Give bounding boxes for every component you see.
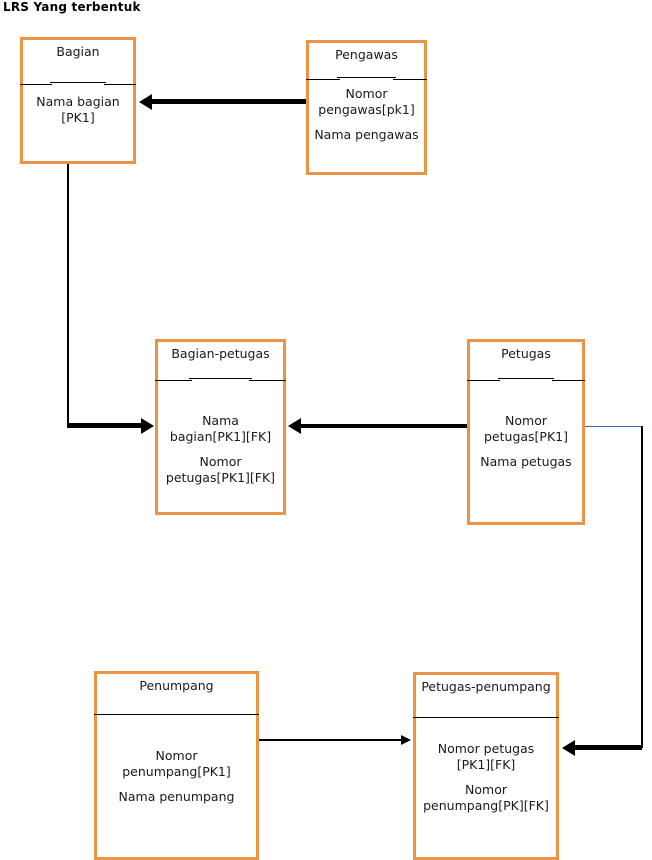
entity-penumpang-attributes: Nomor penumpang[PK1] Nama penumpang <box>97 717 256 857</box>
entity-petugas-penumpang-header: Petugas-penumpang <box>413 675 559 720</box>
arrowhead-petugas-to-bagianpetugas <box>288 418 301 434</box>
connector-petugas-to-petugaspenumpang-horizontal <box>575 745 642 750</box>
attribute: [PK1] <box>61 110 95 125</box>
attribute: Nama pengawas <box>314 127 419 142</box>
arrowhead-bagian-to-bagianpetugas <box>141 418 154 434</box>
entity-bagian-petugas-attributes: Nama bagian[PK1][FK] Nomor petugas[PK1][… <box>158 381 283 512</box>
entity-petugas-header: Petugas <box>467 342 585 381</box>
attribute-spacer <box>522 445 530 454</box>
entity-bagian-header: Bagian <box>20 40 136 85</box>
entity-divider <box>306 77 427 80</box>
attribute: penumpang[PK1] <box>122 764 231 779</box>
entity-bagian-petugas[interactable]: Bagian-petugas Nama bagian[PK1][FK] Nomo… <box>155 339 286 515</box>
attribute: petugas[PK1] <box>484 429 568 444</box>
entity-pengawas-header: Pengawas <box>306 43 427 80</box>
attribute: Nomor petugas <box>437 741 535 756</box>
page-title: LRS Yang terbentuk <box>3 0 141 14</box>
attribute-spacer <box>217 445 225 454</box>
entity-divider <box>155 378 286 381</box>
connector-bagian-to-bagianpetugas-vertical <box>67 163 69 426</box>
attribute: petugas[PK1][FK] <box>165 470 276 485</box>
attribute-spacer <box>173 780 181 789</box>
entity-petugas-name: Petugas <box>501 346 551 361</box>
attribute: Nomor <box>199 454 242 469</box>
arrowhead-pengawas-to-bagian <box>139 94 152 110</box>
connector-pengawas-to-bagian <box>152 99 307 104</box>
attribute: Nama bagian <box>36 94 120 109</box>
entity-bagian[interactable]: Bagian Nama bagian [PK1] <box>20 37 136 164</box>
entity-pengawas-name: Pengawas <box>335 47 398 62</box>
attribute: penumpang[PK][FK] <box>423 798 549 813</box>
entity-divider <box>20 82 136 85</box>
entity-bagian-petugas-header: Bagian-petugas <box>155 342 286 381</box>
entity-bagian-petugas-name: Bagian-petugas <box>171 346 270 361</box>
entity-divider <box>94 714 259 717</box>
entity-petugas-penumpang[interactable]: Petugas-penumpang Nomor petugas [PK1][FK… <box>413 672 559 860</box>
attribute: Nama <box>202 413 239 428</box>
entity-petugas[interactable]: Petugas Nomor petugas[PK1] Nama petugas <box>467 339 585 525</box>
attribute: Nomor <box>465 782 507 797</box>
entity-bagian-attributes: Nama bagian [PK1] <box>23 85 133 161</box>
attribute: Nama petugas <box>480 454 572 469</box>
attribute: bagian[PK1][FK] <box>169 429 272 444</box>
entity-bagian-name: Bagian <box>56 44 100 59</box>
entity-petugas-penumpang-attributes: Nomor petugas [PK1][FK] Nomor penumpang[… <box>416 720 556 857</box>
entity-pengawas-attributes: Nomor pengawas[pk1] Nama pengawas <box>309 80 424 172</box>
arrowhead-petugas-to-petugaspenumpang <box>562 740 575 756</box>
attribute: [PK1][FK] <box>456 757 516 772</box>
entity-pengawas[interactable]: Pengawas Nomor pengawas[pk1] Nama pengaw… <box>306 40 427 175</box>
entity-penumpang-name: Penumpang <box>139 678 214 693</box>
connector-petugas-to-bagianpetugas <box>300 424 467 428</box>
entity-petugas-penumpang-name: Petugas-penumpang <box>421 679 551 694</box>
attribute-spacer <box>482 773 490 782</box>
connector-petugas-to-petugaspenumpang-vertical <box>641 426 643 748</box>
attribute: Nomor <box>155 748 198 763</box>
entity-petugas-attributes: Nomor petugas[PK1] Nama petugas <box>470 381 582 522</box>
attribute: pengawas[pk1] <box>318 102 415 117</box>
attribute: Nomor <box>505 413 547 428</box>
entity-divider <box>467 378 585 381</box>
connector-bagian-to-bagianpetugas-horizontal <box>67 423 142 428</box>
entity-penumpang-header: Penumpang <box>94 674 259 717</box>
entity-penumpang[interactable]: Penumpang Nomor penumpang[PK1] Nama penu… <box>94 671 259 860</box>
connector-penumpang-to-petugaspenumpang <box>259 739 404 741</box>
arrowhead-penumpang-to-petugaspenumpang <box>401 735 411 745</box>
connector-petugas-right-stub <box>585 426 642 427</box>
attribute: Nomor <box>345 86 388 101</box>
attribute-spacer <box>363 118 371 127</box>
entity-divider <box>413 717 559 720</box>
attribute: Nama penumpang <box>118 789 235 804</box>
